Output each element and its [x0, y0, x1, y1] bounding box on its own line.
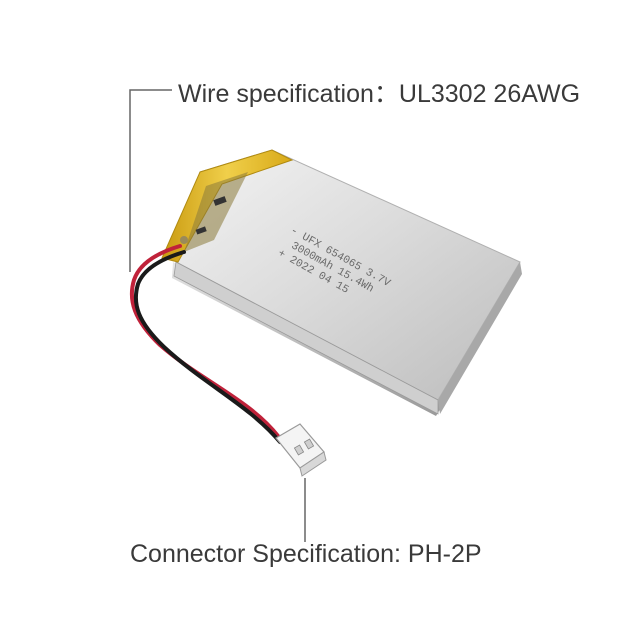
pcb-component: [195, 226, 207, 235]
ph-2p-connector: [275, 423, 327, 477]
battery-right-edge: [438, 262, 522, 414]
pcb-component: [213, 196, 227, 206]
solder-point: [180, 236, 188, 244]
wire-leader-line: [129, 89, 172, 272]
black-wire: [133, 250, 282, 444]
battery-bottom-edge: [173, 261, 439, 415]
connector-specification-label: Connector Specification: PH-2P: [130, 540, 482, 568]
wire-specification-label: Wire specification：UL3302 26AWG: [178, 80, 581, 108]
